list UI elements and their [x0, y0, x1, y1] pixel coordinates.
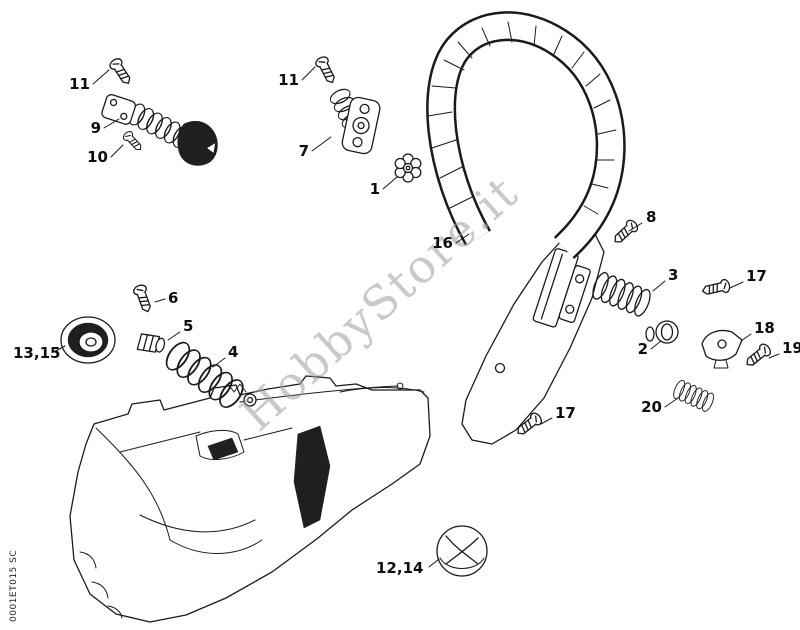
part-label-6: 6	[168, 289, 178, 307]
part-label-10: 10	[87, 148, 108, 166]
screw-17-right	[700, 278, 732, 299]
part-label-11b: 11	[278, 71, 299, 89]
flange-plate-7	[341, 96, 381, 155]
leader-11a	[92, 69, 110, 85]
handlebar-bracket	[461, 219, 605, 445]
part-label-1: 1	[370, 180, 380, 198]
part-label-4: 4	[228, 343, 238, 361]
part-label-20: 20	[641, 398, 662, 416]
leader-17b	[540, 417, 553, 425]
part-label-13-15: 13,15	[13, 344, 60, 362]
part-label-18: 18	[754, 319, 775, 337]
buffer-cap-13-15	[60, 316, 116, 364]
buffer-notch	[205, 141, 217, 155]
screw-8	[610, 217, 641, 248]
leader-13-15	[53, 345, 66, 353]
trigger-shadow	[207, 437, 239, 461]
plug-cap-12-14	[436, 525, 488, 577]
part-labels: 11 9 10 11 7 1 16 8 3 17 2 18 19 20 17 6…	[13, 71, 800, 577]
chainsaw-body	[69, 375, 431, 623]
part-label-16: 16	[432, 234, 453, 252]
leader-19	[768, 353, 780, 359]
spring-3	[589, 269, 654, 319]
adjuster-2	[645, 320, 679, 344]
leader-11b	[301, 66, 316, 81]
part-label-19: 19	[782, 339, 800, 357]
part-label-9: 9	[91, 119, 101, 137]
handlebar-tube	[426, 11, 626, 260]
part-label-12-14: 12,14	[376, 559, 423, 577]
mount-plate-9	[101, 94, 136, 125]
screw-6	[131, 282, 155, 315]
leader-6	[154, 298, 166, 303]
part-label-5: 5	[183, 317, 193, 335]
part-label-17b: 17	[555, 404, 576, 422]
leader-20	[664, 397, 679, 408]
leader-2	[650, 340, 662, 350]
leader-4	[212, 357, 226, 368]
pawl-18	[701, 329, 743, 369]
screw-11-middle	[313, 54, 339, 87]
spring-boss	[243, 393, 257, 407]
part-label-2: 2	[638, 340, 648, 358]
leader-12-14	[428, 558, 440, 568]
part-label-3: 3	[668, 266, 678, 284]
leader-9	[103, 118, 120, 129]
rubber-buffer-9	[177, 121, 218, 166]
spring-20	[670, 378, 717, 414]
leader-lines	[53, 66, 780, 568]
leader-10	[110, 144, 124, 158]
screw-19	[742, 341, 774, 371]
part-label-8: 8	[646, 208, 656, 226]
part-label-11a: 11	[69, 75, 90, 93]
leader-1	[382, 176, 398, 190]
part-label-17a: 17	[746, 267, 767, 285]
doc-code: 0001ET015 SC	[9, 550, 19, 622]
screw-10	[121, 129, 145, 154]
grip-hatching	[427, 21, 617, 215]
leader-16	[455, 233, 470, 244]
leader-17a	[729, 281, 744, 289]
leader-18	[740, 333, 752, 342]
star-nut-1	[394, 153, 422, 183]
leader-3	[652, 280, 666, 292]
handle-opening-shadow	[293, 425, 331, 529]
leader-5	[167, 331, 181, 341]
part-label-7: 7	[299, 142, 309, 160]
leader-8	[628, 222, 643, 232]
screw-11-top-left	[107, 56, 135, 88]
leader-7	[311, 136, 332, 152]
sleeve-5	[136, 333, 166, 353]
